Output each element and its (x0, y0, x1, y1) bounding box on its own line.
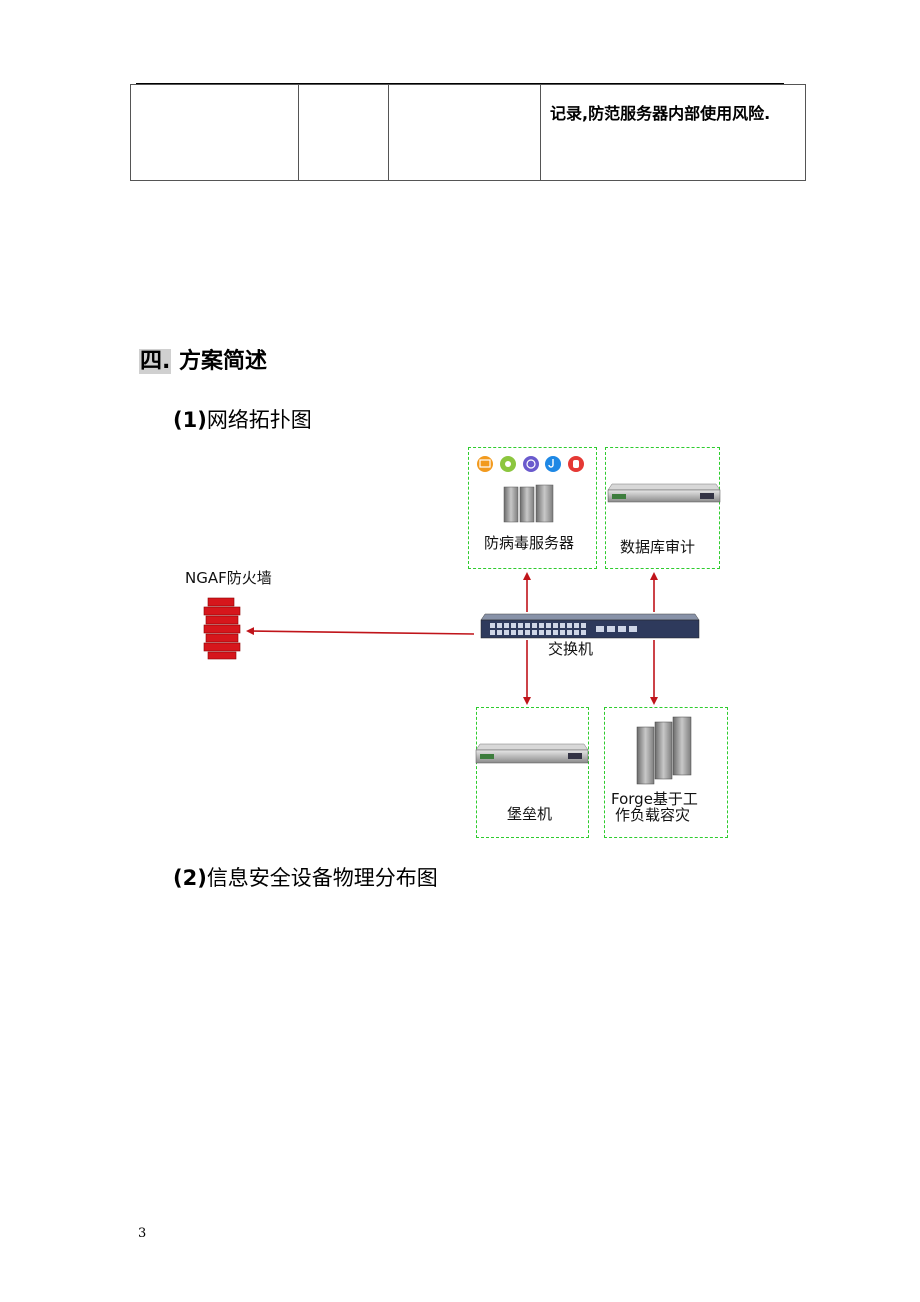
antivirus-server-image (503, 484, 554, 523)
table-column-divider (388, 84, 389, 181)
firewall-label: NGAF防火墙 (185, 569, 272, 587)
subheading-title: 网络拓扑图 (206, 408, 312, 432)
subheading-number: (1) (173, 408, 207, 432)
db-audit-device-image (607, 483, 721, 503)
firewall-image (203, 597, 241, 660)
page-number: 3 (138, 1226, 147, 1241)
subheading-distribution: (2)信息安全设备物理分布图 (173, 862, 438, 892)
subheading-topology: (1)网络拓扑图 (173, 404, 312, 434)
table-top-rule (136, 83, 784, 84)
section-number: 四. (139, 349, 172, 374)
db-audit-box (605, 447, 720, 569)
mail-icon (477, 456, 493, 472)
table-column-divider (540, 84, 541, 181)
connection-arrows (246, 572, 658, 705)
antivirus-server-label: 防病毒服务器 (484, 534, 575, 552)
switch-label: 交换机 (548, 640, 594, 658)
antivirus-icons (477, 456, 584, 472)
section-title: 方案简述 (179, 349, 268, 374)
forge-box (604, 707, 728, 838)
bastion-label: 堡垒机 (507, 805, 553, 823)
forge-label-line1: Forge基于工 (611, 790, 698, 808)
table-fragment (130, 84, 806, 181)
bastion-box (476, 707, 589, 838)
section-heading: 四. 方案简述 (139, 343, 267, 375)
table-cell-text: 记录,防范服务器内部使用风险. (550, 104, 771, 123)
bastion-device-image (475, 743, 589, 764)
shield-icon (523, 456, 539, 472)
subheading-title: 信息安全设备物理分布图 (206, 866, 438, 890)
subheading-number: (2) (173, 866, 207, 890)
db-audit-label: 数据库审计 (620, 538, 696, 556)
forge-label-line2: 作负载容灾 (615, 806, 691, 824)
table-column-divider (298, 84, 299, 181)
switch-image (480, 613, 700, 639)
antivirus-server-box (468, 447, 597, 569)
forge-server-image (636, 716, 692, 785)
